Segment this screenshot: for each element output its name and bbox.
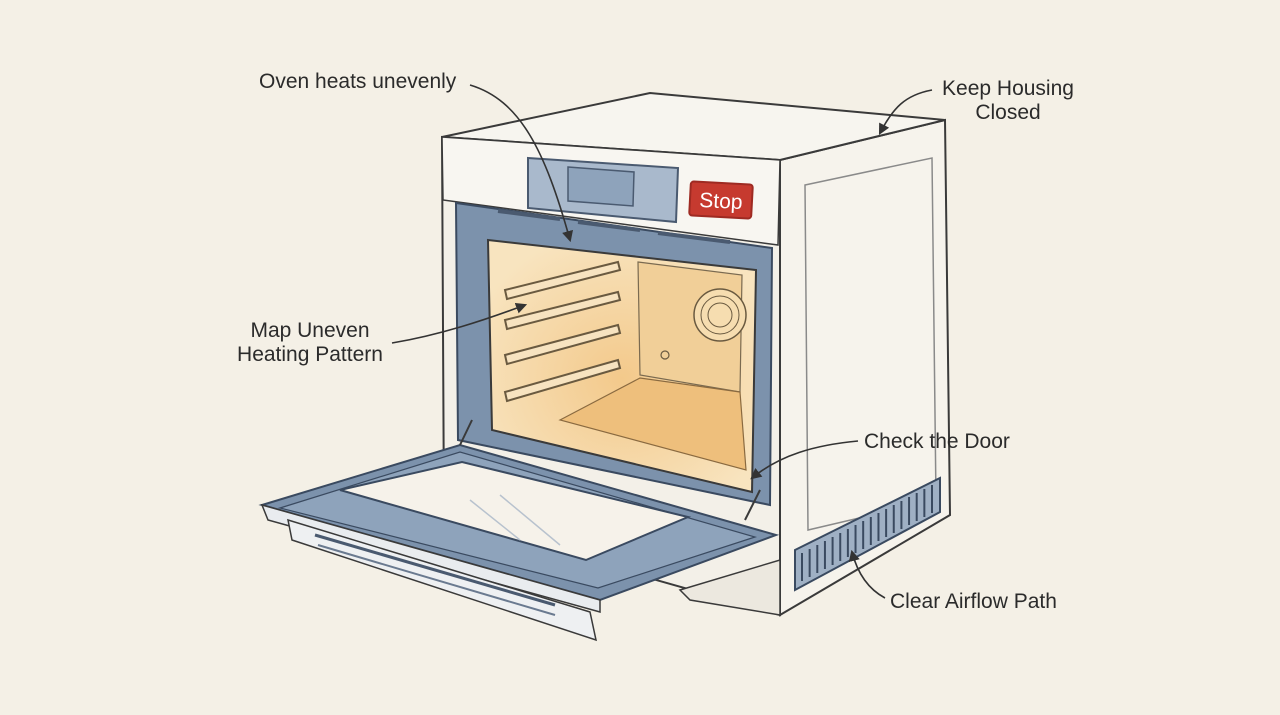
rack-rails [503,260,622,403]
label-map-uneven-heating: Map Uneven Heating Pattern [237,319,383,366]
arrow-door [750,440,859,480]
arrow-airflow [848,549,886,599]
callout-arrows [391,84,933,599]
label-oven-heats-unevenly: Oven heats unevenly [259,70,457,93]
arrow-uneven [469,84,573,243]
oven-base [678,558,781,616]
stop-button[interactable]: Stop [688,180,754,220]
arrow-map [391,302,528,344]
oven-interior [486,238,758,494]
arrow-housing [878,89,933,135]
oven-door-open [258,419,780,642]
label-clear-airflow: Clear Airflow Path [890,590,1057,613]
label-keep-housing-closed: Keep Housing Closed [942,77,1074,124]
airflow-vent-grille [794,476,941,592]
label-check-door: Check the Door [864,430,1010,453]
